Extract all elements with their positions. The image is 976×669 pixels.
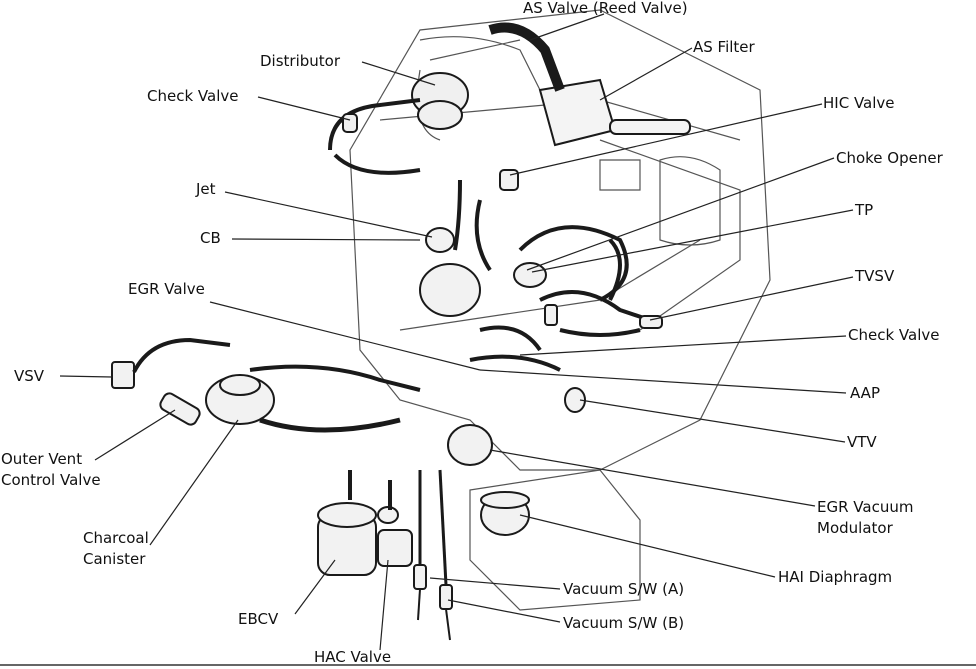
label-ebcv: EBCV: [238, 610, 279, 628]
left-components: [111, 337, 421, 433]
bottom-border: [0, 664, 976, 666]
label-vsv: VSV: [14, 367, 45, 385]
label-egr-valve: EGR Valve: [128, 280, 205, 298]
label-aap: AAP: [850, 384, 880, 402]
label-hic-valve: HIC Valve: [823, 94, 895, 112]
label-cb: CB: [200, 229, 221, 247]
label-jet: Jet: [196, 180, 216, 198]
bottom-components: [317, 469, 453, 641]
label-egr-vacuum-modulator: EGR Vacuum Modulator: [817, 498, 914, 537]
label-hai-diaphragm: HAI Diaphragm: [778, 568, 893, 586]
label-vtv: VTV: [847, 433, 877, 451]
distributor-part: [328, 72, 469, 175]
label-check-valve-top: Check Valve: [147, 87, 239, 105]
label-choke-opener: Choke Opener: [836, 149, 943, 167]
label-vacuum-sw-a: Vacuum S/W (A): [563, 580, 685, 598]
label-tp: TP: [855, 201, 874, 219]
label-outer-vent-control-valve: Outer Vent Control Valve: [1, 450, 101, 489]
label-check-valve-right: Check Valve: [848, 326, 940, 344]
label-charcoal-canister: Charcoal Canister: [83, 529, 149, 568]
label-tvsv: TVSV: [855, 267, 895, 285]
label-hac-valve: HAC Valve: [314, 648, 392, 666]
label-vacuum-sw-b: Vacuum S/W (B): [563, 614, 685, 632]
carburetor-part: [419, 169, 547, 317]
as-filter-part: [488, 22, 691, 147]
label-distributor: Distributor: [260, 52, 341, 70]
label-as-valve: AS Valve (Reed Valve): [523, 0, 688, 17]
vacuum-hoses-right: [469, 225, 651, 372]
right-components: [447, 304, 663, 536]
leader-lines: [59, 13, 854, 651]
label-as-filter: AS Filter: [693, 38, 755, 56]
